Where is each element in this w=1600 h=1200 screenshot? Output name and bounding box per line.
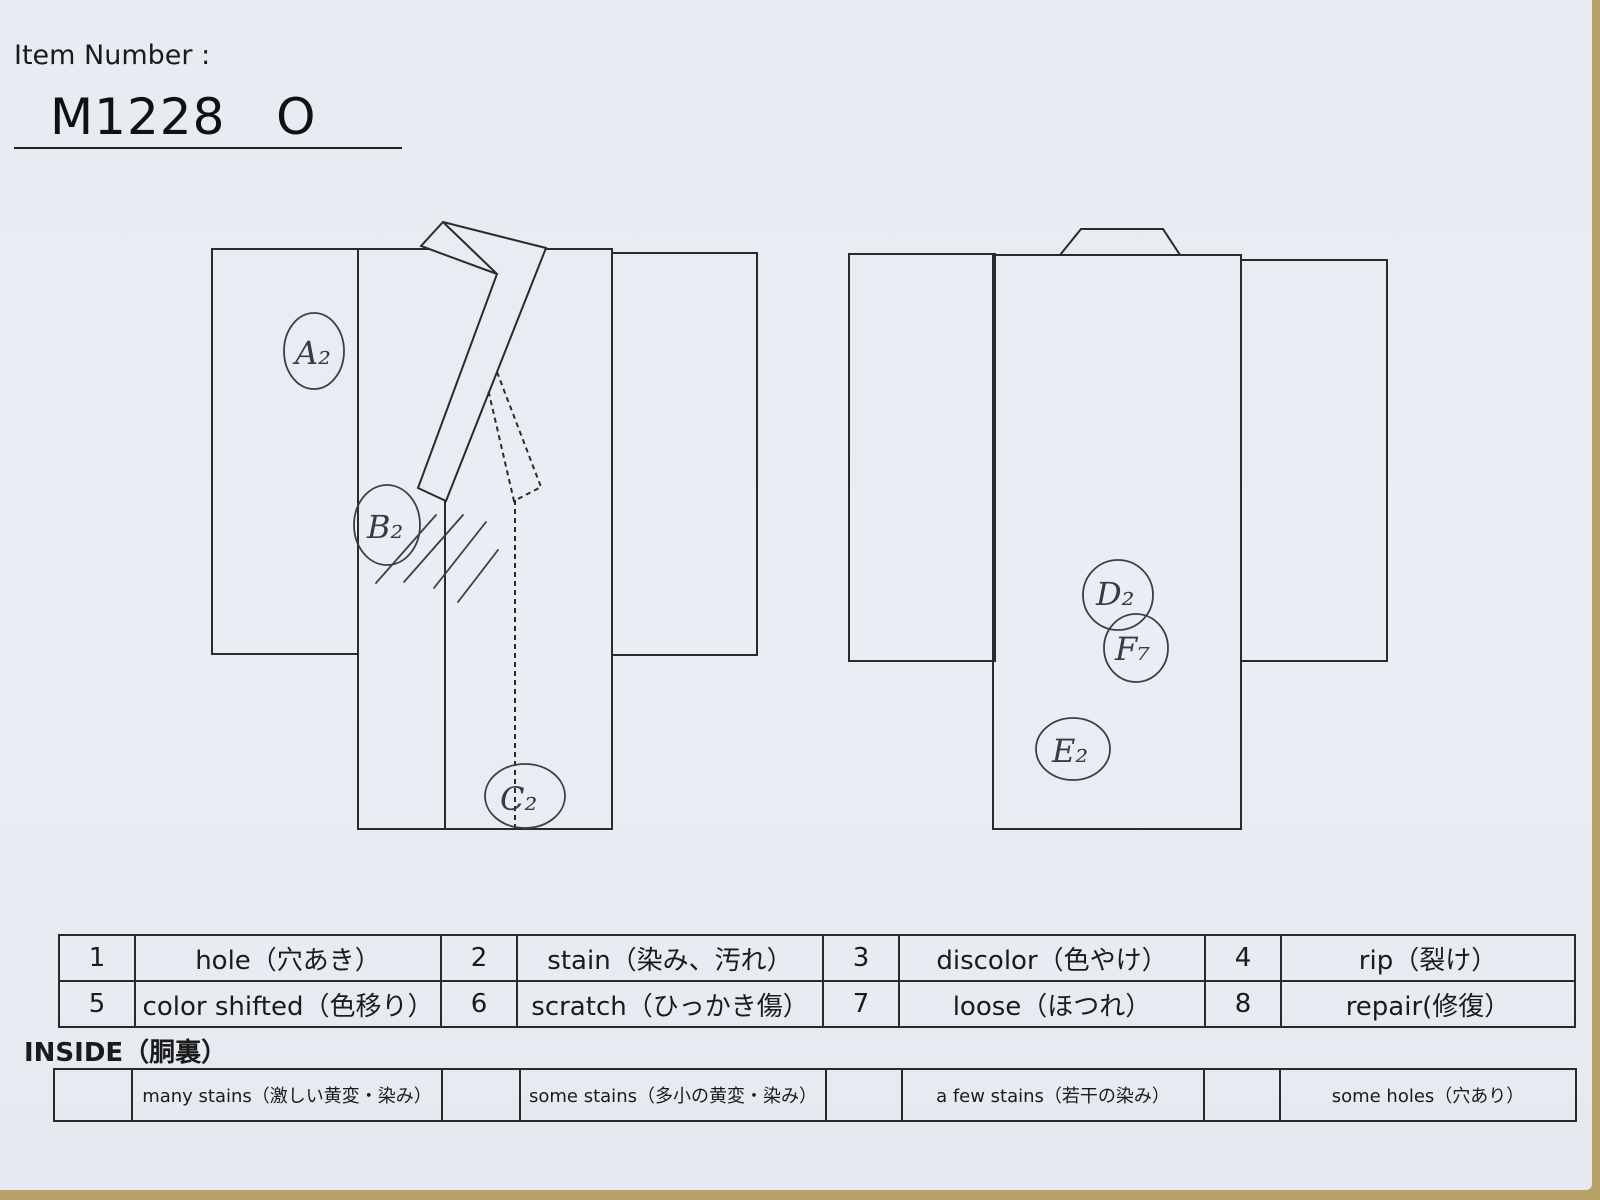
- kimono-front-view: [211, 220, 758, 830]
- inside-check-box: [825, 1068, 903, 1122]
- damage-legend-table: 1 hole（穴あき） 2 stain（染み、汚れ） 3 discolor（色や…: [58, 934, 1576, 1028]
- legend-label: loose（ほつれ）: [898, 980, 1206, 1028]
- marker-label-c: C₂: [500, 780, 537, 818]
- marker-circle-a: [283, 312, 345, 390]
- legend-label: hole（穴あき）: [134, 934, 442, 982]
- marker-circle-e: [1035, 717, 1111, 781]
- marker-label-f: F₇: [1114, 630, 1150, 668]
- marker-circle-b: [353, 484, 421, 566]
- inside-check-box: [441, 1068, 521, 1122]
- front-left-sleeve: [211, 248, 359, 655]
- back-left-sleeve: [848, 253, 996, 662]
- hidden-collar-edge: [487, 371, 543, 503]
- back-body: [992, 254, 1242, 830]
- marker-label-d: D₂: [1095, 575, 1134, 613]
- legend-number: 3: [822, 934, 900, 982]
- legend-number: 4: [1204, 934, 1282, 982]
- marker-label-e: E₂: [1051, 732, 1088, 770]
- inside-condition-table: many stains（激しい黄変・染み） some stains（多小の黄変・…: [53, 1068, 1577, 1122]
- marker-label-a: A₂: [292, 334, 331, 372]
- front-collar: [416, 220, 548, 503]
- legend-number: 8: [1204, 980, 1282, 1028]
- legend-label: scratch（ひっかき傷）: [516, 980, 824, 1028]
- legend-number: 5: [58, 980, 136, 1028]
- legend-number: 1: [58, 934, 136, 982]
- kimono-back-view: [848, 228, 1388, 830]
- item-number-label: Item Number :: [14, 40, 211, 71]
- inside-check-box: [1203, 1068, 1281, 1122]
- legend-number: 2: [440, 934, 518, 982]
- collar-crease: [442, 221, 498, 275]
- marker-circle-d: [1082, 559, 1154, 631]
- inside-section-title: INSIDE（胴裏）: [24, 1038, 228, 1068]
- back-collar: [1057, 228, 1182, 256]
- legend-label: color shifted（色移り）: [134, 980, 442, 1028]
- inside-level-label: some holes（穴あり）: [1279, 1068, 1577, 1122]
- legend-row: 1 hole（穴あき） 2 stain（染み、汚れ） 3 discolor（色や…: [58, 934, 1576, 982]
- marker-circle-f: [1103, 613, 1169, 683]
- scratch-hatch-marks: [375, 514, 499, 603]
- inside-row: many stains（激しい黄変・染み） some stains（多小の黄変・…: [53, 1068, 1577, 1122]
- legend-label: stain（染み、汚れ）: [516, 934, 824, 982]
- legend-row: 5 color shifted（色移り） 6 scratch（ひっかき傷） 7 …: [58, 980, 1576, 1028]
- inside-level-label: many stains（激しい黄変・染み）: [131, 1068, 443, 1122]
- legend-number: 6: [440, 980, 518, 1028]
- marker-label-b: B₂: [366, 508, 403, 546]
- back-right-sleeve: [1240, 259, 1388, 662]
- marker-circle-c: [484, 763, 566, 829]
- kimono-diagram: A₂ B₂ C₂ D₂ F₇ E₂: [211, 220, 1388, 830]
- inside-check-box: [53, 1068, 133, 1122]
- inside-level-label: a few stains（若干の染み）: [901, 1068, 1205, 1122]
- item-number-value: M1228 O: [50, 88, 317, 146]
- legend-label: repair(修復）: [1280, 980, 1576, 1028]
- front-right-sleeve: [611, 252, 758, 656]
- legend-label: discolor（色やけ）: [898, 934, 1206, 982]
- inside-level-label: some stains（多小の黄変・染み）: [519, 1068, 827, 1122]
- legend-label: rip（裂け）: [1280, 934, 1576, 982]
- legend-number: 7: [822, 980, 900, 1028]
- item-number-underline: [14, 147, 402, 149]
